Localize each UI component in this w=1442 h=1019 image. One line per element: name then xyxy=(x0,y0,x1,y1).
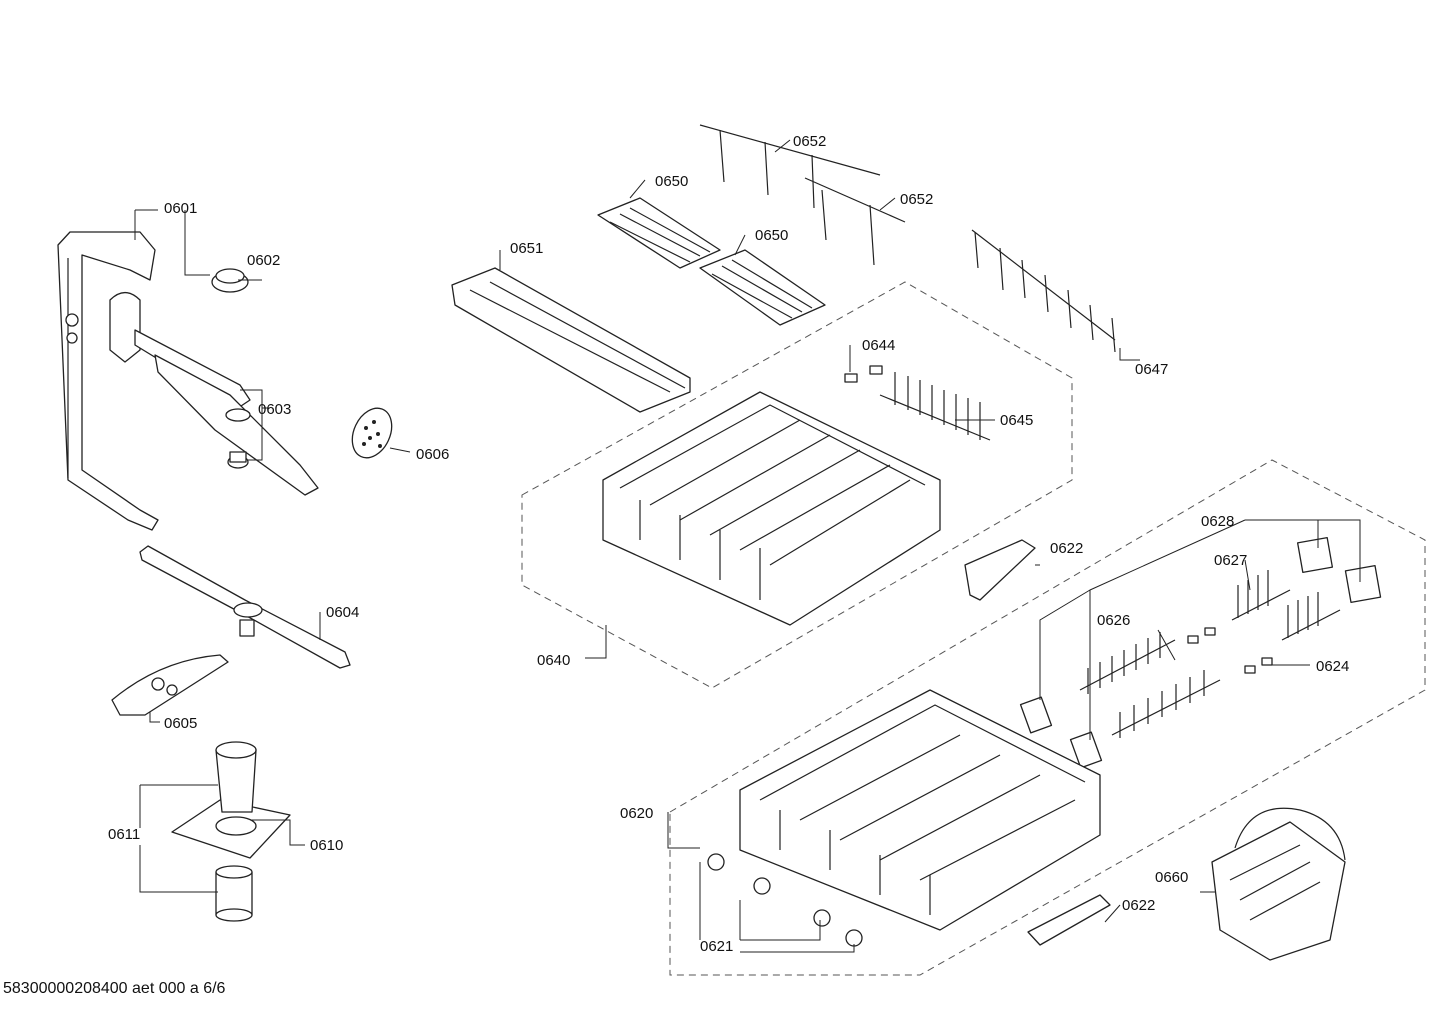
label-0602: 0602 xyxy=(247,252,280,269)
label-0601: 0601 xyxy=(164,200,197,217)
label-0622-a: 0622 xyxy=(1050,540,1083,557)
label-0621: 0621 xyxy=(700,938,733,955)
label-0611: 0611 xyxy=(108,826,140,843)
part-0650-rack-insert-a[interactable] xyxy=(597,197,721,269)
part-0606-filter-disc[interactable] xyxy=(345,402,400,464)
part-0624-clips[interactable] xyxy=(1187,627,1273,674)
label-0651: 0651 xyxy=(510,240,543,257)
label-0610: 0610 xyxy=(310,837,343,854)
part-0603-upper-spray-arm[interactable] xyxy=(109,291,319,496)
part-0644-clip[interactable] xyxy=(844,365,883,383)
part-0626-tine-rack[interactable] xyxy=(1079,632,1221,738)
part-0621-wheels[interactable] xyxy=(707,853,863,947)
part-0604-lower-spray-arm[interactable] xyxy=(139,545,351,669)
part-0610-flat-filter[interactable] xyxy=(171,741,291,859)
label-0622-b: 0622 xyxy=(1122,897,1155,914)
part-0660-cutlery-basket[interactable] xyxy=(1211,807,1346,961)
label-0628: 0628 xyxy=(1201,513,1234,530)
upper-basket-group-outline xyxy=(521,281,1073,689)
label-0652-a: 0652 xyxy=(793,133,826,150)
label-0650-a: 0650 xyxy=(655,173,688,190)
part-0628-latch[interactable] xyxy=(1296,536,1382,604)
label-0647: 0647 xyxy=(1135,361,1168,378)
part-0640-upper-basket[interactable] xyxy=(602,391,941,626)
label-0605: 0605 xyxy=(164,715,197,732)
label-0627: 0627 xyxy=(1214,552,1247,569)
leader-lines xyxy=(134,139,1361,953)
label-0660: 0660 xyxy=(1155,869,1188,886)
document-footer-id: 58300000208400 aet 000 a 6/6 xyxy=(3,980,226,997)
part-0602-nut[interactable] xyxy=(211,268,249,293)
label-0604: 0604 xyxy=(326,604,359,621)
label-0624: 0624 xyxy=(1316,658,1349,675)
lower-basket-group-outline xyxy=(669,459,1426,976)
part-0601-supply-pipe[interactable] xyxy=(57,231,159,531)
label-0652-b: 0652 xyxy=(900,191,933,208)
label-0620: 0620 xyxy=(620,805,653,822)
label-0640: 0640 xyxy=(537,652,570,669)
part-0620-lower-basket[interactable] xyxy=(739,689,1101,931)
label-0650-b: 0650 xyxy=(755,227,788,244)
part-0645-tine-rack[interactable] xyxy=(879,372,991,441)
part-0650-rack-insert-b[interactable] xyxy=(699,249,826,326)
label-0606: 0606 xyxy=(416,446,449,463)
part-0651-cutlery-tray[interactable] xyxy=(451,267,691,413)
part-0627-tine-rack[interactable] xyxy=(1231,570,1341,641)
part-0652-holder-b[interactable] xyxy=(804,177,906,266)
part-0652-holder-a[interactable] xyxy=(699,124,881,209)
part-0622-handle-upper[interactable] xyxy=(964,539,1036,601)
part-0605-cover[interactable] xyxy=(111,654,229,716)
part-0628-hinge-lower[interactable] xyxy=(1019,696,1103,769)
part-0611-microfilter[interactable] xyxy=(215,865,253,922)
part-labels: 0601 0602 0603 0606 0604 0605 0611 0610 … xyxy=(108,133,1349,955)
part-0622-handle-lower[interactable] xyxy=(1027,894,1111,946)
part-0647-tine-row[interactable] xyxy=(971,229,1116,353)
label-0603: 0603 xyxy=(258,401,291,418)
label-0626: 0626 xyxy=(1097,612,1130,629)
label-0645: 0645 xyxy=(1000,412,1033,429)
label-0644: 0644 xyxy=(862,337,895,354)
